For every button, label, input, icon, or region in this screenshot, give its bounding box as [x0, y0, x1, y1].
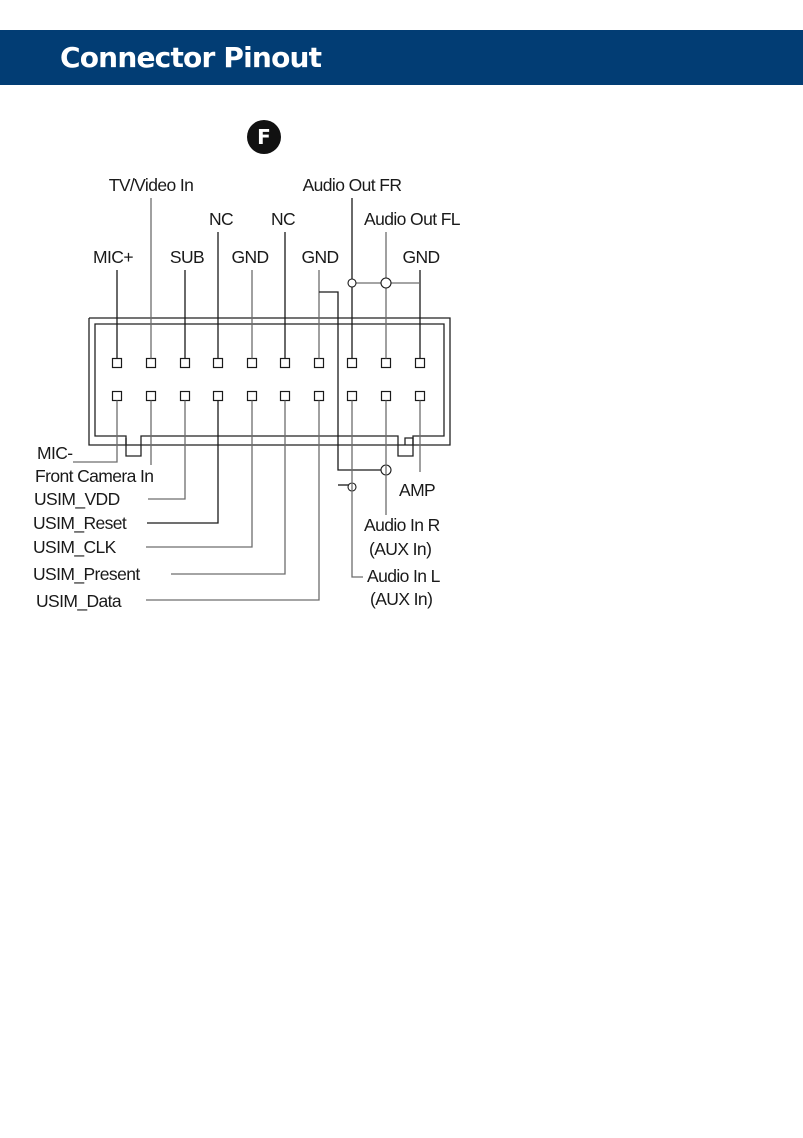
pin-bottom-7: [313, 390, 325, 402]
label-bottom-pin-10: AMP: [399, 480, 435, 500]
label-top-pin-4: NC: [209, 209, 233, 229]
label-top-pin-2: TV/Video In: [109, 175, 194, 195]
pin-bottom-6: [279, 390, 291, 402]
label-top-pin-9: Audio Out FL: [364, 209, 461, 229]
pin-top-6: [279, 357, 291, 369]
connector-id-badge: F: [247, 120, 281, 154]
pin-top-8: [346, 357, 358, 369]
pin-bottom-2: [145, 390, 157, 402]
label-top-pin-10: GND: [402, 247, 439, 267]
pin-bottom-9: [380, 390, 392, 402]
wire-bottom-8: [351, 400, 363, 578]
label-bottom-pin-9-sub: (AUX In): [369, 539, 431, 559]
label-top-pin-1: MIC+: [93, 247, 133, 267]
pin-bottom-4: [212, 390, 224, 402]
label-bottom-pin-6: USIM_Present: [33, 564, 140, 585]
pin-bottom-1: [111, 390, 123, 402]
pin-bottom-3: [179, 390, 191, 402]
pin-top-2: [145, 357, 157, 369]
junction-fl: [380, 277, 392, 289]
wire-bottom-7: [146, 400, 320, 601]
pin-bottom-8: [346, 390, 358, 402]
label-top-pin-5: GND: [231, 247, 268, 267]
junction-fr: [347, 278, 357, 288]
wiring: [73, 198, 421, 601]
pin-bottom-5: [246, 390, 258, 402]
label-top-pin-6: NC: [271, 209, 295, 229]
label-bottom-pin-7: USIM_Data: [36, 591, 122, 612]
pin-top-9: [380, 357, 392, 369]
page-title: Connector Pinout: [60, 41, 322, 74]
connector-housing: [88, 317, 451, 457]
label-bottom-pin-8: Audio In L: [367, 566, 441, 586]
label-top-pin-8: Audio Out FR: [303, 175, 402, 195]
pin-top-4: [212, 357, 224, 369]
label-bottom-pin-4: USIM_Reset: [33, 513, 127, 534]
pin-top-3: [179, 357, 191, 369]
wire-bottom-4: [147, 400, 219, 524]
pin-top-7: [313, 357, 325, 369]
label-bottom-pin-5: USIM_CLK: [33, 537, 117, 558]
wire-bottom-5: [146, 400, 253, 548]
label-bottom-pin-2: Front Camera In: [35, 466, 153, 486]
pin-top-5: [246, 357, 258, 369]
pin-top-10: [414, 357, 426, 369]
header-bar: Connector Pinout: [0, 30, 803, 85]
badge-letter: F: [257, 125, 271, 149]
wire-bottom-1: [73, 400, 118, 463]
wire-gnd-crossover: [319, 291, 386, 471]
wire-bottom-6: [171, 400, 286, 575]
label-top-pin-3: SUB: [170, 247, 204, 267]
label-bottom-pin-1: MIC-: [37, 443, 73, 463]
pin-bottom-10: [414, 390, 426, 402]
label-bottom-pin-9: Audio In R: [364, 515, 440, 535]
label-bottom-pin-8-sub: (AUX In): [370, 589, 432, 609]
pin-grid: [111, 357, 426, 402]
label-bottom-pin-3: USIM_VDD: [34, 489, 120, 510]
label-top-pin-7: GND: [301, 247, 338, 267]
pin-top-1: [111, 357, 123, 369]
wire-bottom-3: [148, 400, 186, 500]
